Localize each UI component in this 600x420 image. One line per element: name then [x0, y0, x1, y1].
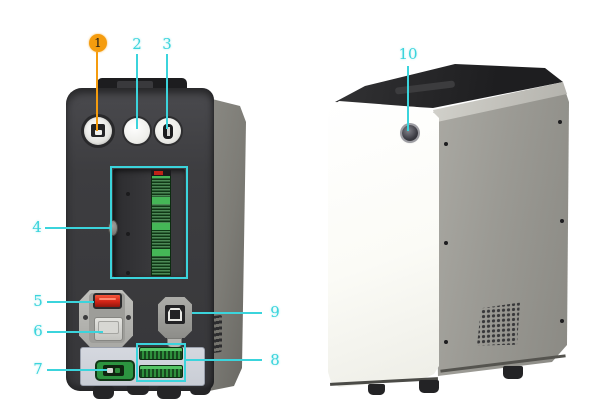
power-button — [402, 125, 418, 141]
terminal-contact — [115, 368, 120, 373]
screw — [126, 192, 130, 196]
callout-9-label: 9 — [270, 303, 280, 321]
screw — [126, 271, 130, 275]
callout-7-label: 7 — [33, 360, 43, 378]
callout-8-label: 8 — [270, 351, 280, 369]
device-foot — [93, 386, 114, 399]
callout-6-label: 6 — [33, 322, 43, 340]
io-connector-lower — [139, 365, 183, 378]
lan-port-pin — [95, 130, 102, 135]
power-switch-highlight — [99, 298, 116, 300]
terminal-strip-led — [154, 171, 163, 175]
terminal-contact — [107, 368, 113, 373]
screw — [558, 120, 562, 124]
callout-10-label: 10 — [398, 45, 418, 63]
front-panel — [328, 101, 439, 387]
device-foot — [157, 386, 181, 399]
power-rocker-switch — [93, 293, 122, 309]
screw — [560, 319, 564, 323]
callout-3-line — [166, 54, 168, 129]
io-recess — [113, 169, 185, 277]
callout-1-line — [96, 52, 98, 131]
mount-hole — [126, 315, 131, 320]
callout-2-line — [136, 54, 138, 129]
usb-b-port-inner — [168, 308, 182, 321]
io-connector-upper — [139, 347, 183, 360]
device-foot — [419, 380, 439, 393]
device-foot — [127, 384, 149, 395]
callout-2-label: 2 — [132, 35, 142, 53]
callout-7-line — [47, 369, 107, 371]
highlight-rect-io-recess — [110, 166, 188, 279]
power-terminal-slot — [103, 365, 124, 376]
screw — [444, 340, 448, 344]
screw — [444, 241, 448, 245]
callout-1-badge: 1 — [89, 34, 107, 52]
device-foot — [368, 384, 385, 395]
callout-10-line — [407, 66, 409, 131]
vent-grille — [476, 301, 522, 349]
callout-5-line — [47, 301, 94, 303]
callout-8-line — [186, 359, 262, 361]
screw — [444, 142, 448, 146]
callout-4-line — [45, 227, 110, 229]
callout-6-line — [47, 331, 103, 333]
usb-slot-pin — [167, 127, 170, 136]
device-foot — [503, 366, 523, 379]
fuse-holder-drawer — [98, 321, 119, 334]
screw — [126, 232, 130, 236]
callout-5-label: 5 — [33, 292, 43, 310]
screw — [560, 219, 564, 223]
carry-handle-grip — [117, 81, 153, 90]
callout-9-line — [192, 312, 262, 314]
mount-hole — [83, 315, 88, 320]
terminal-strip — [151, 170, 171, 276]
highlight-rect-io-connectors — [136, 343, 186, 382]
callout-3-label: 3 — [162, 35, 172, 53]
callout-4-label: 4 — [32, 218, 42, 236]
